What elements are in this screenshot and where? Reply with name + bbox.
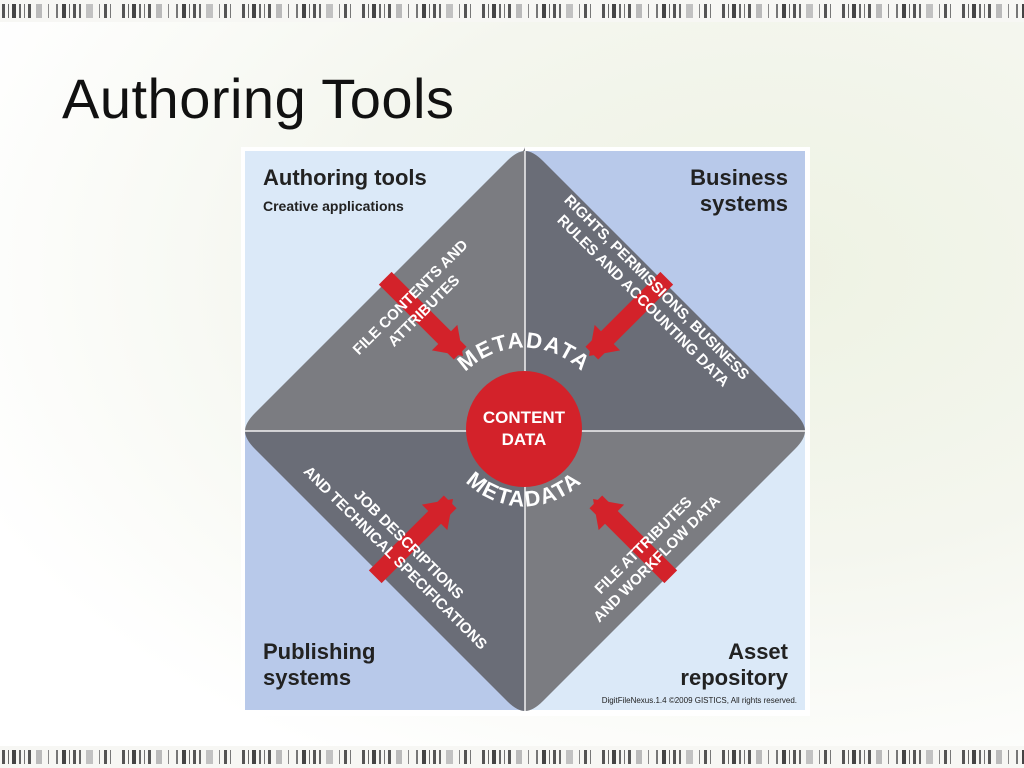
content-data-line2: DATA — [502, 430, 547, 449]
barcode-pattern-bottom — [0, 746, 1024, 768]
barcode-pattern-top — [0, 0, 1024, 22]
copyright-credit: DigitFileNexus.1.4 ©2009 GISTICS, All ri… — [602, 696, 797, 705]
slide-title: Authoring Tools — [62, 67, 455, 130]
metadata-diagram: CONTENT DATA METADATA METADATA FILE CONT… — [241, 147, 810, 716]
corner-top-left-subtitle: Creative applications — [263, 198, 404, 214]
diagram-canvas: CONTENT DATA METADATA METADATA FILE CONT… — [245, 147, 805, 711]
arrow-authoring-to-center — [378, 271, 467, 360]
corner-bottom-right-line2: repository — [680, 665, 788, 690]
corner-top-right-line1: Business — [690, 165, 788, 190]
arrow-repository-to-center — [589, 495, 678, 584]
arrow-business-to-center — [585, 271, 674, 360]
corner-bottom-left-line2: systems — [263, 665, 351, 690]
top-decorative-band — [0, 0, 1024, 22]
diamond-top-left-fill — [245, 151, 525, 431]
corner-bottom-left-line1: Publishing — [263, 639, 375, 664]
content-data-circle — [466, 371, 582, 487]
corner-top-left-title: Authoring tools — [263, 165, 427, 190]
corner-bottom-right-line1: Asset — [728, 639, 789, 664]
bottom-decorative-band — [0, 746, 1024, 768]
content-data-line1: CONTENT — [483, 408, 566, 427]
arrow-publishing-to-center — [368, 495, 457, 584]
corner-top-right-line2: systems — [700, 191, 788, 216]
